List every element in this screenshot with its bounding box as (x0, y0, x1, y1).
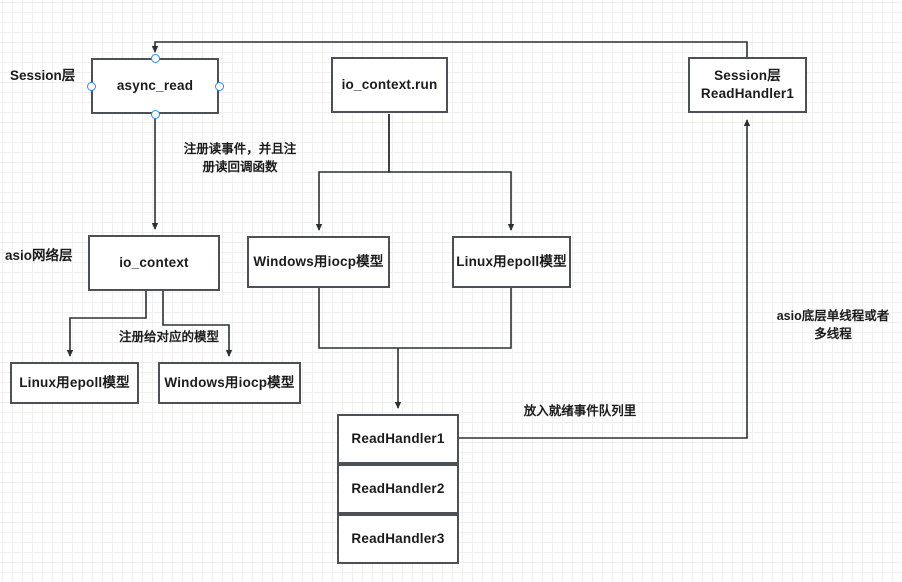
node-linux-epoll-bottom[interactable]: Linux用epoll模型 (10, 362, 139, 404)
handle-async-read-top[interactable] (150, 53, 160, 63)
edge-label-push-ready-queue: 放入就绪事件队列里 (523, 404, 637, 418)
edge-session-readhandler1-to-async-read (151, 41, 748, 57)
handle-async-read-right[interactable] (214, 81, 224, 91)
handle-async-read-left[interactable] (86, 81, 96, 91)
node-windows-iocp-bottom[interactable]: Windows用iocp模型 (158, 362, 301, 404)
layer-label-session: Session层 (10, 68, 76, 83)
edge-io-context-to-windows-iocp (162, 291, 233, 357)
edge-run-to-linux-epoll-mid (388, 114, 515, 231)
edge-label-register-to-model: 注册给对应的模型 (118, 330, 219, 344)
node-windows-iocp-mid[interactable]: Windows用iocp模型 (247, 236, 390, 288)
edge-io-context-to-linux-epoll (66, 291, 147, 357)
edge-windows-iocp-mid-down (318, 288, 398, 349)
edge-run-to-windows-iocp-mid (315, 114, 390, 231)
node-readhandler3[interactable]: ReadHandler3 (337, 514, 459, 564)
edge-label-register-read-event: 注册读事件，并且注 册读回调函数 (183, 142, 297, 175)
node-readhandler1[interactable]: ReadHandler1 (337, 414, 459, 464)
edge-label-asio-thread-note: asio底层单线程或者 多线程 (776, 309, 890, 342)
node-async-read[interactable]: async_read (91, 58, 219, 114)
layer-label-asio: asio网络层 (5, 248, 73, 263)
edge-linux-epoll-mid-down (398, 288, 512, 349)
node-io-context-run[interactable]: io_context.run (331, 57, 448, 113)
node-io-context[interactable]: io_context (88, 235, 220, 291)
node-session-readhandler1[interactable]: Session层 ReadHandler1 (688, 57, 807, 113)
node-linux-epoll-mid[interactable]: Linux用epoll模型 (452, 236, 571, 288)
handle-async-read-bottom[interactable] (150, 109, 160, 119)
node-readhandler2[interactable]: ReadHandler2 (337, 464, 459, 514)
